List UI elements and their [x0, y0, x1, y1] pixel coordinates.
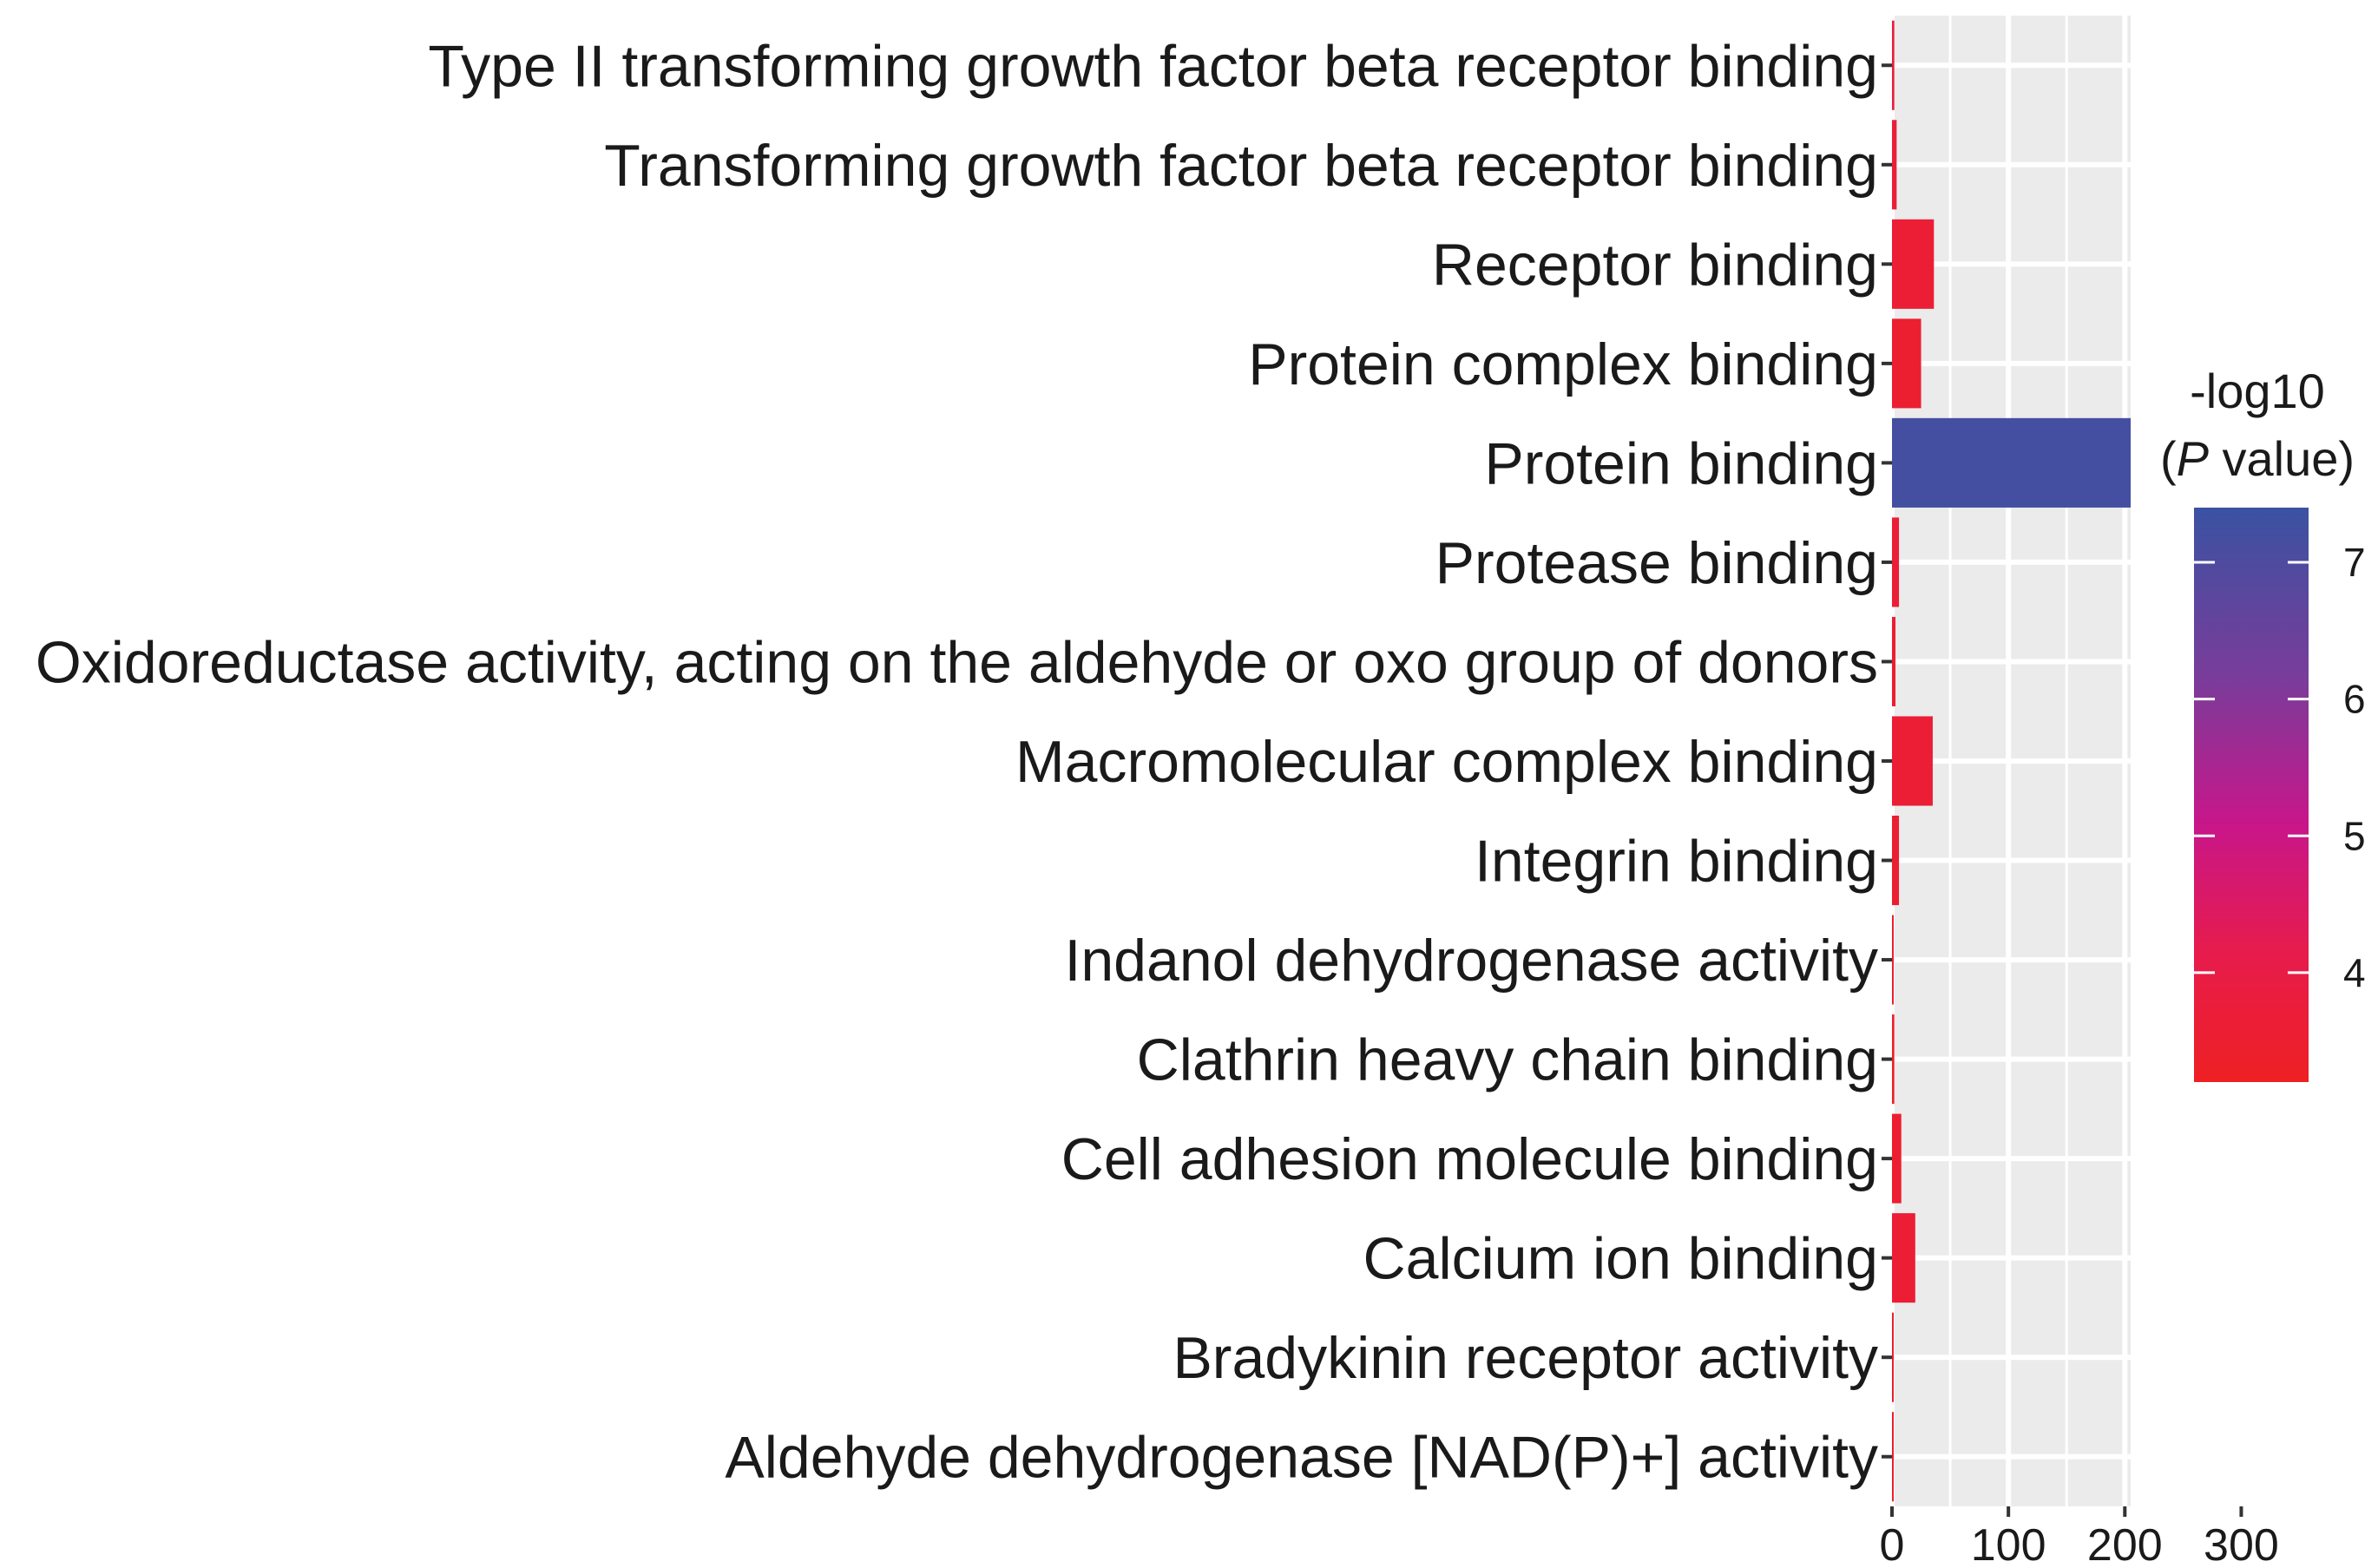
legend-title-line2: (P value): [2160, 431, 2355, 486]
bar: [1892, 120, 1897, 210]
category-label: Receptor binding: [1432, 232, 1878, 298]
x-tick-label: 100: [1971, 1520, 2046, 1568]
legend-ticks: 4 5 6 7: [2194, 540, 2366, 995]
bar: [1892, 1312, 1894, 1402]
bar: [1892, 318, 1921, 409]
category-label: Indanol dehydrogenase activity: [1064, 928, 1878, 994]
bar: [1892, 417, 2131, 508]
bar: [1892, 1014, 1895, 1105]
category-label: Protease binding: [1435, 530, 1878, 596]
legend-tick-label: 5: [2343, 813, 2366, 858]
legend-title-p: P: [2177, 431, 2209, 486]
category-label: Transforming growth factor beta receptor…: [604, 133, 1878, 199]
x-axis: 0 100 200 300: [1880, 1506, 2279, 1568]
category-label: Oxidoreductase activity, acting on the a…: [36, 629, 1878, 695]
bar: [1892, 915, 1894, 1005]
category-label: Protein binding: [1484, 430, 1878, 496]
x-tick-label: 300: [2204, 1520, 2279, 1568]
category-label: Macromolecular complex binding: [1015, 729, 1878, 795]
bar: [1892, 1113, 1902, 1204]
legend-tick-label: 7: [2343, 540, 2366, 585]
legend-title-paren: (: [2160, 431, 2177, 486]
category-label: Protein complex binding: [1248, 331, 1878, 397]
x-tick-label: 200: [2087, 1520, 2163, 1568]
bar: [1892, 815, 1900, 906]
bar: [1892, 716, 1933, 806]
bar: [1892, 219, 1935, 309]
legend-tick-label: 4: [2343, 950, 2366, 995]
x-tick-label: 0: [1880, 1520, 1905, 1568]
category-label: Type II transforming growth factor beta …: [428, 33, 1878, 99]
category-label: Bradykinin receptor activity: [1173, 1325, 1878, 1391]
y-axis: Type II transforming growth factor beta …: [36, 33, 1892, 1491]
bar: [1892, 616, 1896, 707]
bar: [1892, 1213, 1915, 1303]
category-label: Aldehyde dehydrogenase [NAD(P)+] activit…: [725, 1425, 1878, 1491]
legend-colorbar: [2194, 508, 2309, 1082]
bar: [1892, 1412, 1894, 1502]
color-legend: -log10 (P value) 4 5 6 7: [2160, 364, 2366, 1082]
bar: [1892, 517, 1900, 607]
legend-title-rest: value): [2209, 431, 2355, 486]
category-label: Clathrin heavy chain binding: [1137, 1027, 1878, 1093]
bar: [1892, 20, 1895, 110]
category-label: Calcium ion binding: [1363, 1226, 1878, 1292]
category-label: Cell adhesion molecule binding: [1061, 1126, 1878, 1192]
category-label: Integrin binding: [1475, 829, 1878, 895]
legend-title-line1: -log10: [2190, 364, 2325, 418]
legend-tick-label: 6: [2343, 677, 2366, 722]
bars: [1892, 20, 2131, 1502]
